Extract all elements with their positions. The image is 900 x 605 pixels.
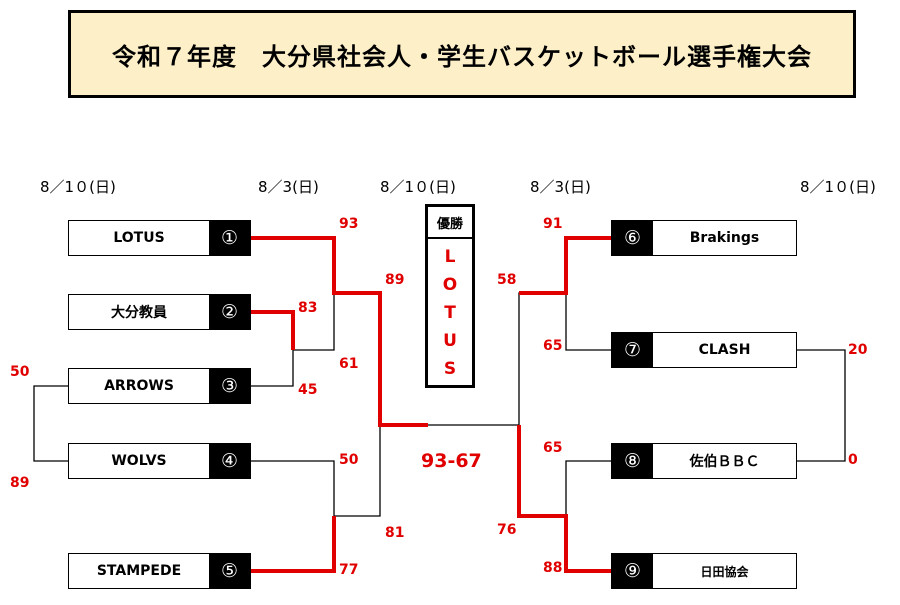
score: 77 [339,562,359,578]
champion-label: 優勝 [428,207,472,239]
bracket-line-arrows-wolvs [33,385,68,462]
winner-line-brakings [519,236,611,295]
team-wolvs: WOLVS ④ [68,443,251,479]
seed-badge: ⑤ [209,554,250,588]
score: 45 [298,382,318,398]
champion-letter: T [444,303,456,323]
score: 61 [339,356,359,372]
score: 81 [385,525,405,541]
bracket-line-left-final-bottom [334,425,381,517]
score: 65 [543,440,563,456]
seed-badge: ⑧ [612,444,653,478]
seed-badge: ② [209,295,250,329]
winner-line-hita [517,425,611,573]
champion-letter: O [442,275,458,295]
score: 76 [497,522,517,538]
bracket-line-wolvs [251,460,335,516]
seed-badge: ④ [209,444,250,478]
score: 50 [10,364,30,380]
team-name: Brakings [689,230,760,246]
date-right-inner: 8／3(日) [530,178,591,196]
date-left-inner: 8／3(日) [258,178,319,196]
champion-name: L O T U S [428,239,472,381]
team-lotus: LOTUS ① [68,220,251,256]
team-name: WOLVS [111,453,167,469]
team-saiki-bbc: ⑧ 佐伯ＢＢＣ [611,443,797,479]
score: 58 [497,272,517,288]
winner-line-lotus [251,236,428,427]
score: 89 [10,475,30,491]
tournament-title: 令和７年度 大分県社会人・学生バスケットボール選手権大会 [68,10,856,98]
team-arrows: ARROWS ③ [68,368,251,404]
bracket-line-right-final-top [518,292,566,425]
winner-lines [251,236,611,573]
team-name: 日田協会 [700,564,749,579]
bracket-line-saiki [565,460,611,516]
team-name: CLASH [698,342,751,358]
team-name: 佐伯ＢＢＣ [689,454,760,470]
date-right-outer: 8／1０(日) [800,178,876,196]
bracket-line-daibun-semi [293,293,335,351]
seed-badge: ⑦ [612,333,653,367]
team-name: ARROWS [104,378,174,394]
champion-letter: L [444,247,456,267]
date-left-outer: 8／1０(日) [40,178,116,196]
champion-letter: S [443,359,457,379]
team-daibun-kyoin: 大分教員 ② [68,294,251,330]
score: 50 [339,452,359,468]
score: 65 [543,338,563,354]
score: 88 [543,560,563,576]
team-hita-kyokai: ⑨ 日田協会 [611,553,797,589]
seed-badge: ① [209,221,250,255]
score: 89 [385,272,405,288]
champion-box: 優勝 L O T U S [425,204,475,388]
champion-letter: U [443,331,457,351]
team-clash: ⑦ CLASH [611,332,797,368]
team-stampede: STAMPEDE ⑤ [68,553,251,589]
team-brakings: ⑥ Brakings [611,220,797,256]
seed-badge: ⑥ [612,221,653,255]
score: 93 [339,216,359,232]
score: 20 [848,342,868,358]
bracket-line-clash [565,293,611,351]
bracket-line-arrows-to-daibun [251,350,294,387]
seed-badge: ⑨ [612,554,653,588]
score: 91 [543,216,563,232]
winner-line-daibun [251,310,295,350]
date-center: 8／1０(日) [380,178,456,196]
team-name: 大分教員 [111,305,167,321]
team-name: LOTUS [113,230,165,246]
team-name: STAMPEDE [96,563,182,579]
loser-lines [33,292,846,517]
score: 0 [848,452,858,468]
final-score: 93-67 [421,450,482,472]
score: 83 [298,300,318,316]
bracket-line-clash-saiki [797,349,846,462]
seed-badge: ③ [209,369,250,403]
winner-line-stampede [251,516,336,573]
